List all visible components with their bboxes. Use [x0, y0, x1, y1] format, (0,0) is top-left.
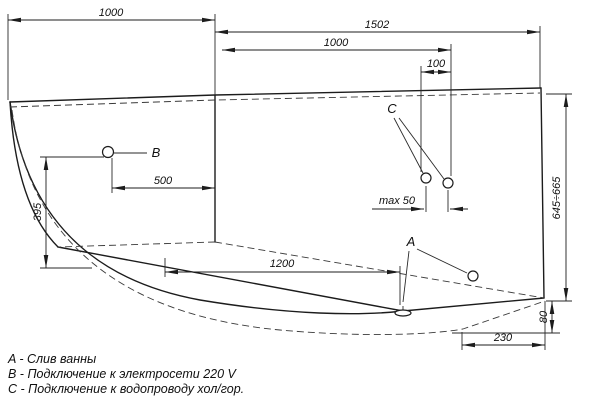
- legend-line-b: B - Подключение к электросети 220 V: [8, 367, 238, 381]
- legend: A - Слив ванны B - Подключение к электро…: [7, 352, 244, 396]
- dim-b-offset-label: 500: [154, 175, 173, 187]
- tub-outline: [9, 87, 546, 335]
- water-connection-point-2: [442, 177, 454, 189]
- tub-hidden-bottom-left-edge: [57, 241, 216, 248]
- tub-plan-outline-hidden-curve: [11, 109, 546, 335]
- tub-inner-rim-hidden-edge: [9, 92, 541, 108]
- water-connection-point-1: [420, 172, 432, 184]
- callout-b: B: [152, 145, 161, 160]
- legend-line-c: C - Подключение к водопроводу хол/гор.: [8, 382, 244, 396]
- leader-c2: [398, 117, 445, 180]
- dim-drain-side-label: 230: [493, 332, 513, 344]
- leader-c1: [393, 117, 424, 174]
- drain-hole-point: [467, 270, 479, 282]
- electric-connection-point: [101, 145, 115, 159]
- leader-a-hole: [416, 248, 468, 274]
- tub-left-end-curve: [9, 101, 59, 248]
- callout-a: A: [406, 234, 416, 249]
- dim-drain-height-label: 80: [538, 310, 550, 323]
- tub-front-rim-curve: [9, 101, 404, 315]
- legend-line-a: A - Слив ванны: [7, 352, 96, 366]
- leaders-and-points: [101, 117, 479, 317]
- callout-c: C: [387, 101, 397, 116]
- dim-depth-label: 1000: [324, 37, 349, 49]
- dim-height-range-label: 645÷665: [551, 176, 563, 220]
- tub-hidden-bottom-right-edge: [214, 241, 545, 299]
- extension-lines: [7, 14, 572, 350]
- dim-c-spacing-label: max 50: [379, 195, 416, 207]
- dim-b-height-label: 395: [32, 202, 44, 221]
- dimension-lines: [8, 17, 569, 348]
- dim-left-width-label: 1000: [99, 7, 124, 19]
- drain-outlet-symbol: [394, 309, 412, 317]
- dim-c-offset-label: 100: [427, 58, 446, 70]
- dim-right-width-label: 1502: [365, 19, 389, 31]
- leader-a-drain: [402, 250, 410, 303]
- tub-right-end-edge: [540, 87, 545, 299]
- dim-drain-offset-label: 1200: [270, 258, 295, 270]
